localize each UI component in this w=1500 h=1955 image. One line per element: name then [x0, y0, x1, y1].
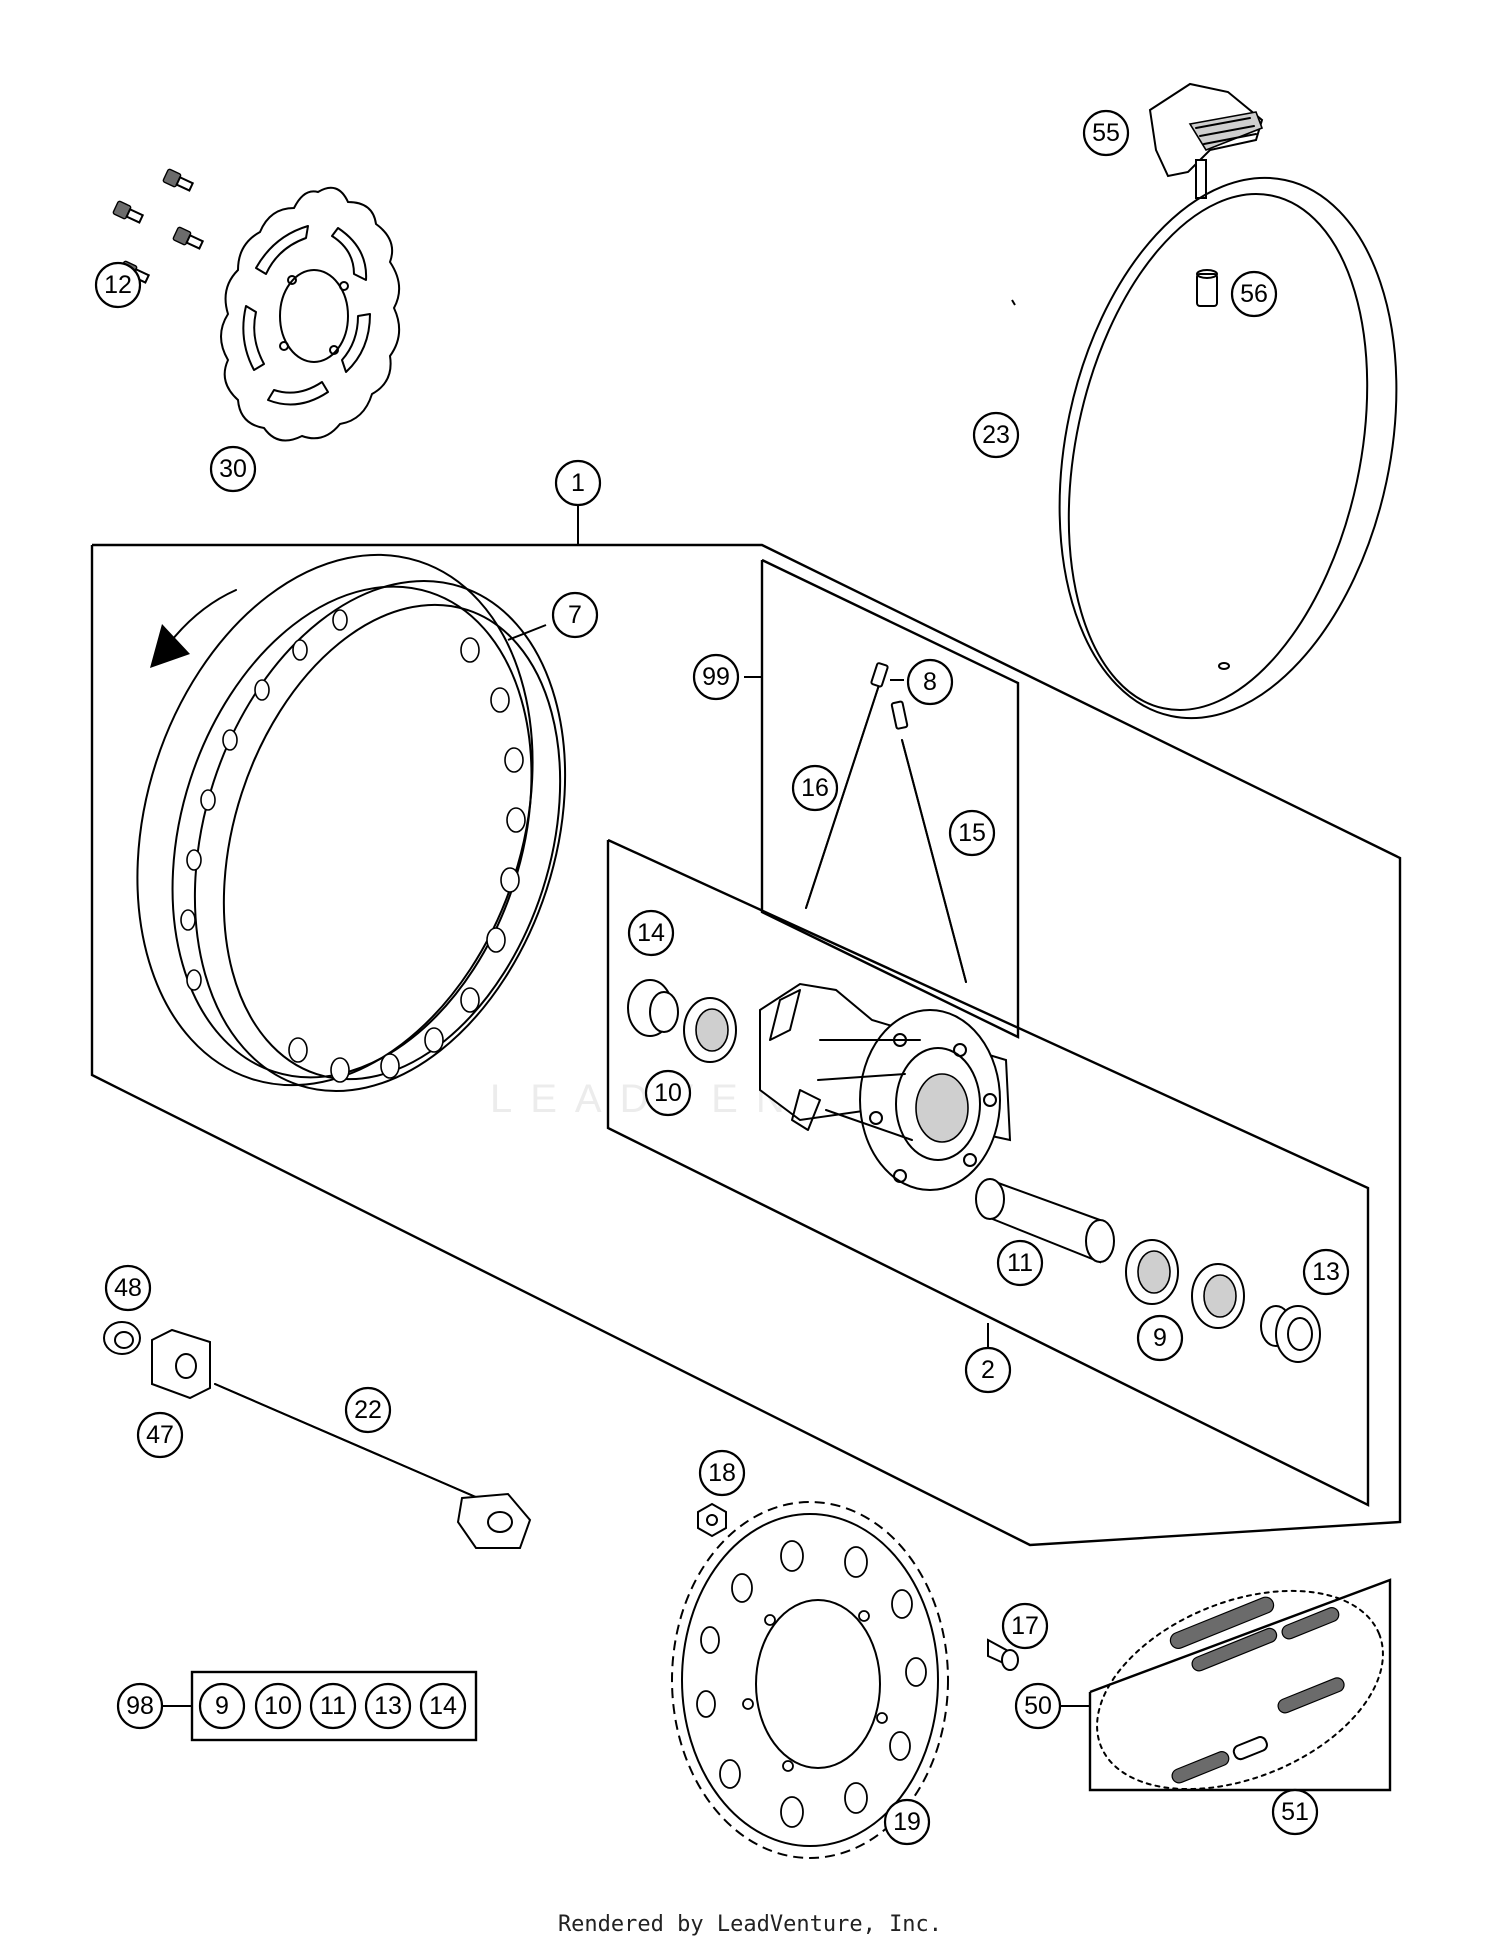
svg-text:10: 10 [264, 1692, 292, 1720]
svg-text:48: 48 [114, 1274, 142, 1302]
svg-text:55: 55 [1092, 119, 1120, 147]
svg-text:19: 19 [893, 1808, 921, 1836]
sprocket-nut [697, 1502, 727, 1538]
callout-23: 23 [972, 411, 1020, 459]
svg-text:13: 13 [374, 1692, 402, 1720]
svg-text:98: 98 [126, 1692, 154, 1720]
svg-text:14: 14 [429, 1692, 457, 1720]
axle-nut [103, 1321, 141, 1355]
callout-7: 7 [551, 591, 599, 639]
kit-98-member-4: 13 [364, 1682, 412, 1730]
svg-text:9: 9 [1153, 1324, 1167, 1352]
callout-99: 99 [692, 653, 740, 701]
bearing-kit-box [162, 1670, 478, 1742]
callout-14: 14 [627, 909, 675, 957]
chain-master-link [1232, 1736, 1268, 1761]
leader-lines [507, 299, 1016, 681]
callout-11: 11 [996, 1239, 1044, 1287]
bearing-left [683, 997, 737, 1063]
callout-50: 50 [1014, 1682, 1062, 1730]
svg-text:7: 7 [568, 601, 582, 629]
brake-disc [220, 186, 401, 442]
svg-text:22: 22 [354, 1396, 382, 1424]
svg-text:8: 8 [923, 668, 937, 696]
svg-text:16: 16 [801, 774, 829, 802]
kit-98-member-2: 10 [254, 1682, 302, 1730]
svg-text:9: 9 [215, 1692, 229, 1720]
svg-text:10: 10 [654, 1079, 682, 1107]
svg-text:18: 18 [708, 1459, 736, 1487]
svg-text:30: 30 [219, 455, 247, 483]
svg-text:99: 99 [702, 663, 730, 691]
callout-19: 19 [883, 1798, 931, 1846]
svg-text:13: 13 [1312, 1258, 1340, 1286]
callout-9: 9 [1136, 1314, 1184, 1362]
svg-text:23: 23 [982, 421, 1010, 449]
wheel-assembly-frame [90, 505, 1402, 1547]
svg-text:11: 11 [1007, 1249, 1033, 1277]
chain-kit-frame [1060, 1578, 1392, 1792]
callout-1: 1 [554, 459, 602, 507]
callout-47: 47 [136, 1411, 184, 1459]
callout-51: 51 [1271, 1788, 1319, 1836]
callout-48: 48 [104, 1264, 152, 1312]
hub-assembly-frame [606, 838, 1370, 1507]
hub-spacer-left [627, 979, 679, 1037]
callout-17: 17 [1001, 1602, 1049, 1650]
callout-12: 12 [94, 261, 142, 309]
svg-text:14: 14 [637, 919, 665, 947]
svg-text:17: 17 [1011, 1612, 1039, 1640]
kit-98-member-1: 9 [198, 1682, 246, 1730]
sprocket-screw [987, 1638, 1019, 1671]
svg-text:2: 2 [981, 1356, 995, 1384]
hub-spacer-tube [975, 1178, 1115, 1264]
rim-tape [1058, 176, 1398, 720]
callout-22: 22 [344, 1386, 392, 1434]
hub [759, 982, 1012, 1191]
spokes [805, 662, 967, 983]
rear-sprocket [671, 1501, 949, 1859]
kit-98-member-5: 14 [419, 1682, 467, 1730]
render-credit: Rendered by LeadVenture, Inc. [557, 1912, 943, 1937]
callout-10: 10 [644, 1069, 692, 1117]
callout-16: 16 [791, 764, 839, 812]
callout-56: 56 [1230, 270, 1278, 318]
callout-98: 98 [116, 1682, 164, 1730]
callout-2: 2 [964, 1346, 1012, 1394]
axle [214, 1383, 532, 1549]
callout-30: 30 [209, 445, 257, 493]
kit-98-member-3: 11 [309, 1682, 357, 1730]
valve-nut [1196, 269, 1218, 307]
callout-18: 18 [698, 1449, 746, 1497]
svg-text:15: 15 [958, 819, 986, 847]
svg-text:47: 47 [146, 1421, 174, 1449]
svg-text:1: 1 [571, 469, 585, 497]
callout-15: 15 [948, 809, 996, 857]
callout-55: 55 [1082, 109, 1130, 157]
spoke-kit-frame [744, 558, 1020, 1039]
drive-chain [1096, 1589, 1384, 1791]
chain-adjuster [151, 1328, 211, 1400]
rim-lock [1148, 82, 1264, 199]
svg-text:12: 12 [104, 271, 132, 299]
svg-text:11: 11 [320, 1692, 346, 1720]
svg-text:56: 56 [1240, 280, 1268, 308]
callout-13: 13 [1302, 1248, 1350, 1296]
svg-text:51: 51 [1281, 1798, 1309, 1826]
bearing-right [1125, 1239, 1245, 1329]
svg-text:50: 50 [1024, 1692, 1052, 1720]
callout-8: 8 [906, 658, 954, 706]
hub-spacer-right [1260, 1305, 1321, 1363]
rim [136, 553, 567, 1092]
